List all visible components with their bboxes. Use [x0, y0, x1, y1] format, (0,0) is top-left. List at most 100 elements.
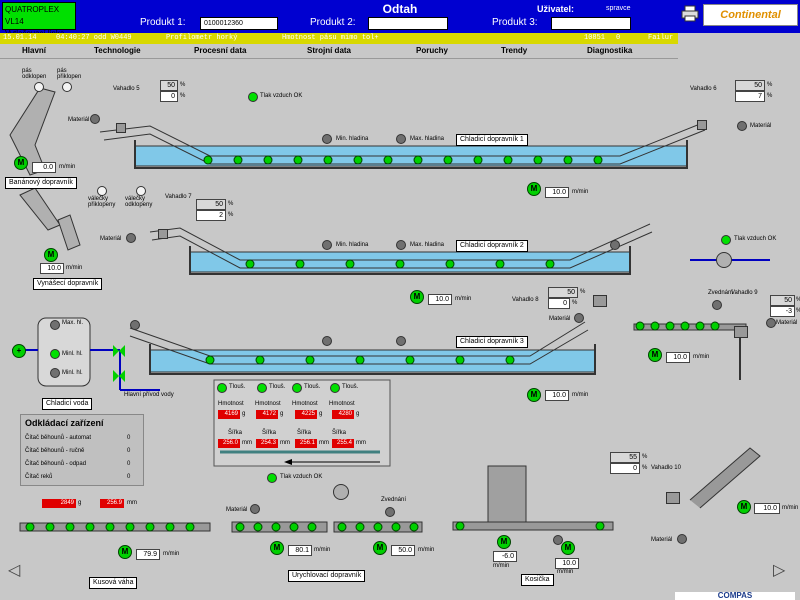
vahadlo5-actuator[interactable] — [116, 123, 126, 133]
chladici-voda-name: Chladicí voda — [42, 398, 93, 410]
sirka1-label: Šířka — [228, 430, 243, 436]
min-hladina-label-1: Min. hladina — [336, 136, 369, 142]
v10-motor-icon[interactable]: M — [737, 500, 751, 514]
weight4-value: 4280 — [332, 410, 354, 419]
ury1-motor-icon[interactable]: M — [270, 541, 284, 555]
kos-motor-icon-2[interactable]: M — [561, 541, 575, 555]
sirka2-label: Šířka — [262, 430, 277, 436]
user-value: spravce — [606, 5, 631, 12]
weight4-unit: g — [356, 411, 360, 417]
printer-icon[interactable] — [680, 4, 700, 22]
kos-value-field[interactable]: -6.0 — [493, 551, 517, 562]
nav-diagnostika[interactable]: Diagnostika — [587, 46, 633, 55]
vahadlo6-actuator[interactable] — [697, 120, 707, 130]
prev-screen-arrow-icon[interactable]: ◁ — [8, 562, 21, 579]
kosicka-name: Kosička — [521, 574, 554, 586]
nav-poruchy[interactable]: Poruchy — [416, 46, 449, 55]
urychlovaci-name: Urychlovací dopravník — [288, 570, 366, 582]
kus-motor-icon[interactable]: M — [118, 545, 132, 559]
hmotnost2-label: Hmotnost — [255, 401, 281, 407]
valve-icon-1[interactable] — [113, 345, 125, 357]
vahadlo7-actuator[interactable] — [158, 229, 168, 239]
v9-a-field[interactable]: 50 — [770, 295, 795, 306]
min2-hl-label: Minl. hl. — [62, 370, 83, 376]
chl1-speed-unit: m/min — [572, 189, 589, 195]
v10-b-field[interactable]: 0 — [610, 463, 640, 474]
chl2-speed-unit: m/min — [455, 296, 472, 302]
alarm-bar[interactable]: 15.01.14 04:40:27 odd W0449 Profilometr … — [0, 33, 678, 44]
nav-strojni-data[interactable]: Strojní data — [307, 46, 352, 55]
width4-unit: mm — [356, 440, 366, 446]
v6-a-field[interactable]: 50 — [735, 80, 765, 91]
v5-a-unit: % — [180, 82, 186, 88]
nav-trendy[interactable]: Trendy — [501, 46, 528, 55]
v6-b-field[interactable]: 7 — [735, 91, 765, 102]
vynas-speed-unit: m/min — [66, 265, 83, 271]
weight2-value: 4172 — [256, 410, 278, 419]
material-label-4: Materiál — [549, 316, 571, 322]
vynas-motor-icon[interactable]: M — [44, 248, 58, 262]
vahadlo10-actuator[interactable] — [666, 492, 680, 504]
vahadlo9-label: Vahadlo 9 — [731, 290, 758, 296]
ury1-speed-field[interactable]: 80.1 — [288, 545, 312, 556]
v9-b-field[interactable]: -3 — [770, 306, 795, 317]
max-hl-led — [50, 320, 60, 330]
kos-speed-field[interactable]: 10.0 — [555, 558, 579, 569]
product2-field[interactable] — [368, 17, 448, 30]
v10-a-unit: % — [642, 454, 648, 460]
v5-b-field[interactable]: 0 — [160, 91, 178, 102]
hmotnost3-label: Hmotnost — [292, 401, 318, 407]
v9-speed-unit: m/min — [693, 354, 710, 360]
nav-technologie[interactable]: Technologie — [94, 46, 141, 55]
v10-speed-field[interactable]: 10.0 — [754, 503, 780, 514]
kus-speed-field[interactable]: 79.9 — [136, 549, 160, 560]
banan-motor-icon[interactable]: M — [14, 156, 28, 170]
vahadlo5-label: Vahadlo 5 — [113, 86, 140, 92]
tlous3-led — [292, 383, 302, 393]
chl2-motor-icon[interactable]: M — [410, 290, 424, 304]
pump-icon[interactable]: + — [12, 344, 26, 358]
nav-hlavni[interactable]: Hlavní — [22, 46, 47, 55]
vynas-speed-field[interactable]: 10.0 — [40, 263, 64, 274]
kus-weight-unit: g — [78, 500, 82, 506]
alarm-zero: 0 — [616, 34, 621, 42]
max-hladina-label-2: Max. hladina — [410, 242, 445, 248]
v9-speed-field[interactable]: 10.0 — [666, 352, 690, 363]
weight2-unit: g — [280, 411, 284, 417]
nav-procesni-data[interactable]: Procesní data — [194, 46, 247, 55]
valve-icon-2[interactable] — [113, 370, 125, 382]
v6-b-unit: % — [767, 93, 773, 99]
vahadlo9-actuator[interactable] — [734, 326, 748, 338]
material-indicator-7 — [677, 534, 687, 544]
next-screen-arrow-icon[interactable]: ▷ — [773, 562, 786, 579]
sirka3-label: Šířka — [297, 430, 312, 436]
v8-a-field[interactable]: 50 — [548, 287, 578, 298]
product1-field[interactable]: 0100012360 — [200, 17, 278, 30]
zvedani-label-1: Zvednání — [708, 290, 734, 296]
chl3-speed-field[interactable]: 10.0 — [545, 390, 569, 401]
v8-b-field[interactable]: 0 — [548, 298, 570, 309]
chl2-speed-field[interactable]: 10.0 — [428, 294, 452, 305]
chl1-speed-field[interactable]: 10.0 — [545, 187, 569, 198]
material-label-2: Materiál — [750, 123, 772, 129]
ury2-motor-icon[interactable]: M — [373, 541, 387, 555]
chl3-motor-icon[interactable]: M — [527, 388, 541, 402]
odkladaci-panel: Odkládací zařízení Čítač běhounů - autom… — [20, 414, 144, 486]
chl1-motor-icon[interactable]: M — [527, 182, 541, 196]
v10-a-field[interactable]: 55 — [610, 452, 640, 463]
min-hl-label: Minl. hl. — [62, 351, 83, 357]
product3-field[interactable] — [551, 17, 631, 30]
v5-a-field[interactable]: 50 — [160, 80, 178, 91]
width4-value: 255.4 — [332, 439, 354, 448]
v7-b-field[interactable]: 2 — [196, 210, 226, 221]
banan-speed-field[interactable]: 0.0 — [32, 162, 56, 173]
v7-a-field[interactable]: 50 — [196, 199, 226, 210]
kos-motor-icon-1[interactable]: M — [497, 535, 511, 549]
v9-motor-icon[interactable]: M — [648, 348, 662, 362]
tlous4-label: Tlouš. — [342, 384, 359, 390]
ury2-speed-field[interactable]: 50.0 — [391, 545, 415, 556]
vahadlo8-actuator[interactable] — [593, 295, 607, 307]
v8-a-unit: % — [580, 289, 586, 295]
kos-value-unit: m/min — [493, 563, 510, 569]
odk-row3-label: Čítač běhounů - odpad — [25, 461, 87, 467]
